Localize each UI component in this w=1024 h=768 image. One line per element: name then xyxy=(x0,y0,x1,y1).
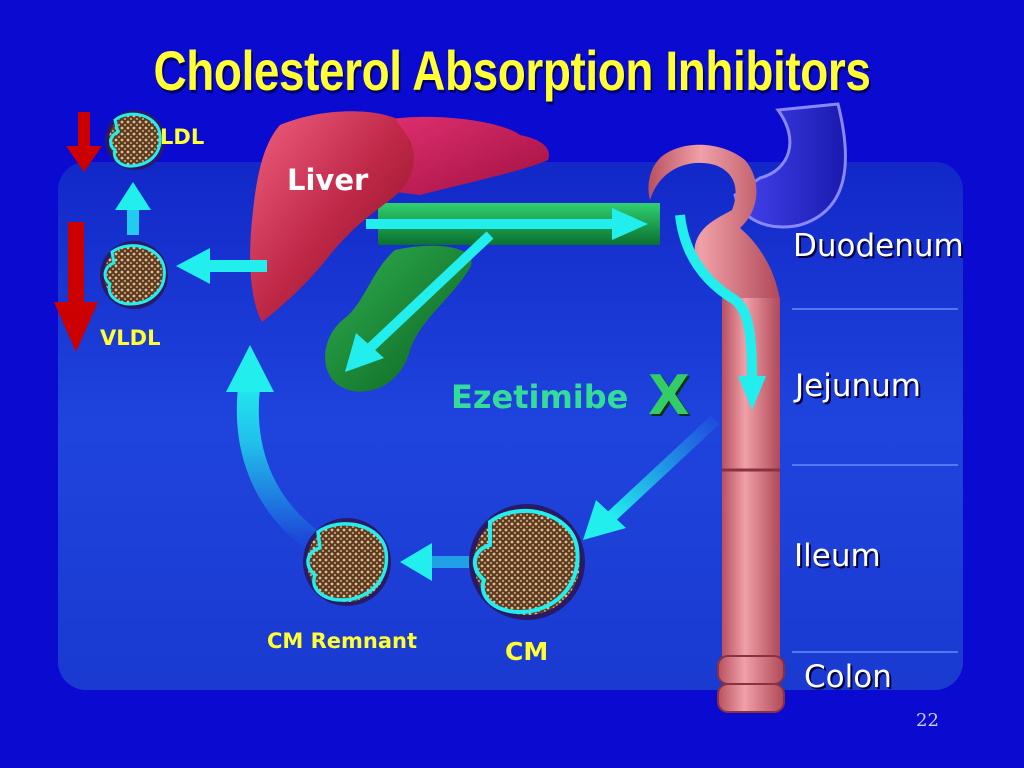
stomach xyxy=(733,102,847,229)
ldl-particle xyxy=(105,110,165,170)
ldl-label: LDL xyxy=(160,125,205,149)
remnant-to-liver-arrow xyxy=(226,345,319,549)
jejunum-label: Jejunum xyxy=(795,368,921,404)
ldl-decrease-arrow xyxy=(66,112,102,172)
ileum-label: Ileum xyxy=(794,538,881,574)
intestine-flow-arrow xyxy=(675,214,766,410)
cm-remnant-label: CM Remnant xyxy=(267,629,418,653)
liver-label: Liver xyxy=(287,163,369,197)
cm-remnant-particle xyxy=(303,518,391,606)
vldl-decrease-arrow xyxy=(54,222,98,352)
duodenum-label: Duodenum xyxy=(793,228,964,264)
colon-label: Colon xyxy=(804,659,892,695)
gallbladder-arrow xyxy=(345,231,494,372)
block-mark: X xyxy=(648,364,690,427)
ezetimibe-label: Ezetimibe xyxy=(451,378,629,416)
vldl-to-ldl-arrow xyxy=(115,182,151,235)
vldl-particle xyxy=(100,241,168,309)
slide-title: Cholesterol Absorption Inhibitors xyxy=(153,39,871,102)
cm-to-remnant-arrow xyxy=(400,543,470,581)
bile-flow-arrow xyxy=(366,208,648,240)
liver-to-vldl-arrow xyxy=(176,248,267,284)
vldl-label: VLDL xyxy=(100,326,161,350)
cm-label: CM xyxy=(505,637,549,666)
page-number: 22 xyxy=(916,710,939,731)
colon xyxy=(717,655,785,685)
liver xyxy=(250,111,550,322)
absorption-arrow xyxy=(583,415,720,540)
intestine xyxy=(648,144,785,713)
cm-particle xyxy=(469,504,585,620)
